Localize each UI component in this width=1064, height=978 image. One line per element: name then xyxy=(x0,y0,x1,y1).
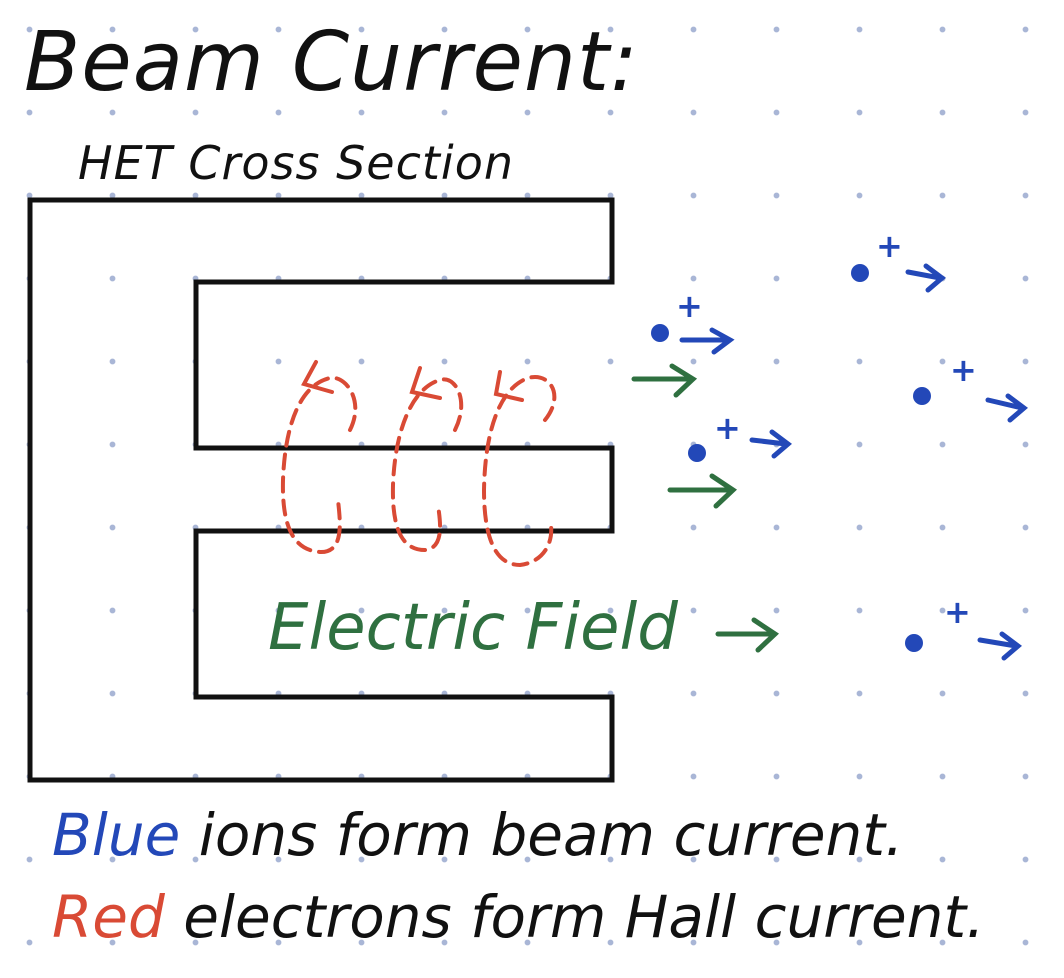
ion-arrows xyxy=(679,263,1028,661)
electron-arrowhead-3 xyxy=(493,370,524,402)
field-arrow-label xyxy=(715,617,780,653)
caption-beam-text: ions form beam current. xyxy=(180,801,904,869)
electron-arrowheads xyxy=(301,360,524,402)
ion-charge-5: + xyxy=(944,593,971,631)
caption-hall-text: electrons form Hall current. xyxy=(164,883,985,951)
electron-arrowhead-1 xyxy=(301,360,334,394)
electron-loops xyxy=(280,375,557,568)
diagram-title: Beam Current: xyxy=(24,15,639,110)
electron-loop-3 xyxy=(481,375,557,568)
caption-beam-current: Blue ions form beam current. xyxy=(52,806,903,864)
ion-dot-3 xyxy=(913,387,931,405)
ion-dots xyxy=(651,264,931,652)
ion-arrow-5 xyxy=(977,631,1022,661)
ion-dot-2 xyxy=(851,264,869,282)
field-arrow-lower xyxy=(667,473,738,509)
electron-loop-1 xyxy=(280,375,358,555)
ion-arrow-3 xyxy=(985,393,1028,423)
caption-red-word: Red xyxy=(52,883,165,951)
caption-blue-word: Blue xyxy=(52,801,181,869)
electric-field-label: Electric Field xyxy=(268,591,678,665)
thruster-cross-section xyxy=(27,197,615,783)
ion-charge-3: + xyxy=(950,351,977,389)
ion-arrow-4 xyxy=(749,429,792,459)
electron-arrowhead-2 xyxy=(409,366,442,400)
field-arrow-upper xyxy=(631,363,698,398)
ion-dot-5 xyxy=(905,634,923,652)
ion-charge-4: + xyxy=(714,409,741,447)
field-arrows xyxy=(631,363,780,653)
ion-arrow-1 xyxy=(679,327,735,355)
ion-dot-1 xyxy=(651,324,669,342)
electron-loop-2 xyxy=(390,377,464,553)
diagram-subtitle: HET Cross Section xyxy=(78,136,515,190)
caption-hall-current: Red electrons form Hall current. xyxy=(52,888,985,946)
ion-charge-2: + xyxy=(876,227,903,265)
ion-arrow-2 xyxy=(905,263,946,293)
ion-dot-4 xyxy=(688,444,706,462)
ion-charge-1: + xyxy=(676,287,703,325)
